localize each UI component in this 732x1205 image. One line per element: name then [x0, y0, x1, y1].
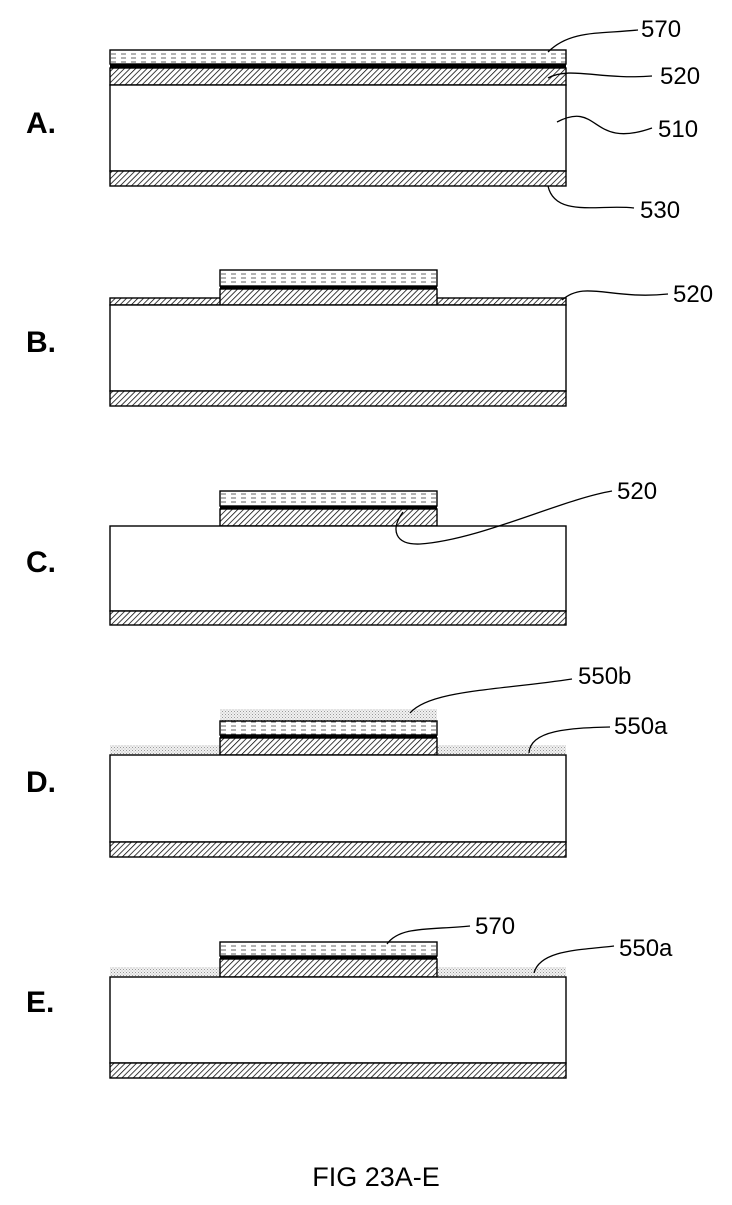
layer-570 — [110, 50, 566, 64]
ref-550a-e: 550a — [619, 935, 673, 962]
figure-caption: FIG 23A-E — [312, 1162, 440, 1192]
mesa-top-layer — [220, 721, 437, 735]
mesa-hatched-layer — [220, 738, 437, 755]
substrate — [110, 526, 566, 611]
bottom-layer — [110, 391, 566, 406]
bottom-layer — [110, 842, 566, 857]
ref-550a-d: 550a — [614, 713, 668, 740]
layer-550a-right — [437, 745, 566, 755]
mesa-top-layer — [220, 491, 437, 506]
mesa-hatched-layer — [220, 959, 437, 977]
layer-570 — [220, 942, 437, 956]
panel-b-letter: B. — [26, 326, 56, 359]
ref-520-c: 520 — [617, 478, 657, 505]
bottom-layer — [110, 611, 566, 625]
panel-b: B. 520 — [26, 270, 713, 406]
layer-550a-left — [110, 967, 220, 977]
layer-550a-left — [110, 745, 220, 755]
ref-550b: 550b — [578, 663, 631, 690]
leader-570-e — [387, 926, 470, 944]
ref-570-e: 570 — [475, 913, 515, 940]
mesa-layer-520 — [220, 509, 437, 526]
leader-530 — [548, 186, 634, 208]
ref-520-b: 520 — [673, 281, 713, 308]
layer-550a-right — [437, 967, 566, 977]
ref-570: 570 — [641, 16, 681, 43]
panel-c: C. 520 — [26, 478, 657, 625]
mesa-top-layer — [220, 270, 437, 286]
mesa-hatched-layer — [220, 289, 437, 305]
ref-530: 530 — [640, 197, 680, 224]
ref-510: 510 — [658, 116, 698, 143]
panel-a-letter: A. — [26, 107, 56, 140]
panel-c-letter: C. — [26, 546, 56, 579]
substrate-510 — [110, 85, 566, 171]
layer-530 — [110, 171, 566, 186]
leader-550b — [410, 679, 572, 713]
ref-520: 520 — [660, 63, 700, 90]
panel-e: E. 570 550a — [26, 913, 673, 1078]
panel-e-letter: E. — [26, 986, 54, 1019]
leader-520-b — [562, 291, 668, 300]
panel-d-letter: D. — [26, 766, 56, 799]
substrate — [110, 305, 566, 391]
leader-510 — [557, 116, 652, 133]
layer-520 — [110, 68, 566, 85]
panel-d: D. 550b 550a — [26, 663, 668, 857]
substrate — [110, 977, 566, 1063]
leader-570 — [548, 30, 638, 52]
bottom-layer — [110, 1063, 566, 1078]
panel-a: A. 570 520 510 530 — [26, 16, 700, 224]
substrate — [110, 755, 566, 842]
layer-550b — [220, 709, 437, 721]
